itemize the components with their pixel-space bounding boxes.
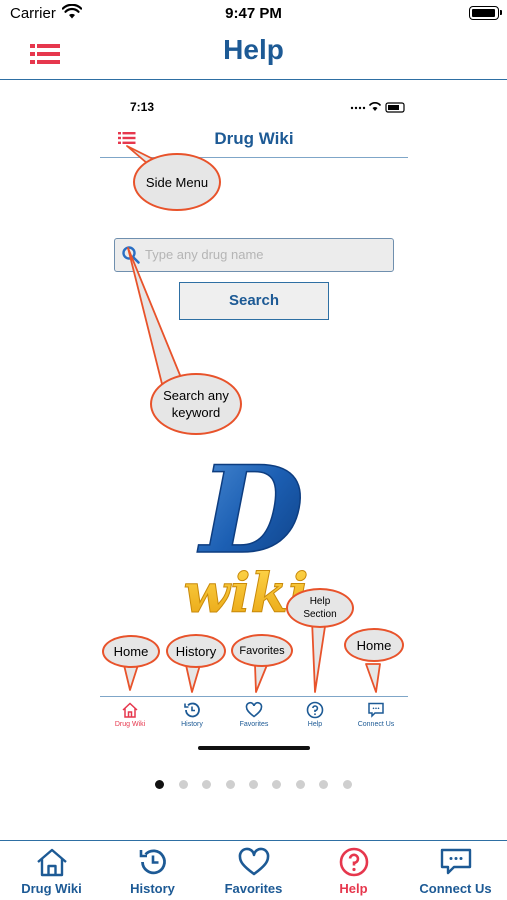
illustration-tab-history: History <box>162 701 222 728</box>
page-dot[interactable] <box>342 780 352 789</box>
history-icon <box>184 702 200 718</box>
callout-help-section: Help Section <box>286 588 354 628</box>
illustration-tab-drug-wiki: Drug Wiki <box>100 701 160 728</box>
page-dot[interactable] <box>319 780 329 789</box>
illustration-search-field: Type any drug name <box>114 238 394 272</box>
callout-home: Home <box>102 635 160 668</box>
page-dot[interactable] <box>155 780 165 789</box>
status-bar: Carrier 9:47 PM <box>0 0 507 28</box>
nav-bar: Help <box>0 28 507 80</box>
battery-icon <box>469 6 502 20</box>
list-icon[interactable] <box>28 42 62 66</box>
illustration-search-placeholder: Type any drug name <box>145 247 264 262</box>
illustration-list-icon <box>118 131 136 145</box>
callout-search-keyword: Search any keyword <box>150 373 242 435</box>
illustration-time: 7:13 <box>130 100 155 114</box>
callout-history: History <box>166 634 226 668</box>
illustration-tab-help: Help <box>285 701 345 728</box>
home-icon <box>36 848 67 877</box>
status-time: 9:47 PM <box>225 5 282 22</box>
illustration-status-icons <box>348 100 408 114</box>
callout-side-menu: Side Menu <box>133 153 221 211</box>
illustration-search-button: Search <box>179 282 329 320</box>
illustration-tab-bar: Drug Wiki History Favorites <box>100 696 408 736</box>
illustration-tab-connect: Connect Us <box>346 701 406 728</box>
page-dot[interactable] <box>272 780 282 789</box>
page-title: Help <box>223 34 284 65</box>
illustration-home-indicator <box>198 746 310 750</box>
tab-drug-wiki[interactable]: Drug Wiki <box>1 847 102 896</box>
chat-icon <box>440 848 471 875</box>
tab-bar: Drug Wiki History Favorites Help <box>0 840 507 900</box>
tab-favorites[interactable]: Favorites <box>203 847 304 896</box>
help-icon <box>339 847 368 877</box>
tab-help[interactable]: Help <box>303 847 404 896</box>
page-indicator[interactable] <box>0 776 507 794</box>
home-icon <box>122 702 138 718</box>
search-icon <box>122 246 140 264</box>
chat-icon <box>368 702 384 718</box>
illustration-tab-favorites: Favorites <box>224 701 284 728</box>
history-icon <box>139 849 166 875</box>
page-dot[interactable] <box>178 780 188 789</box>
svg-text:D: D <box>197 440 304 581</box>
page-dot[interactable] <box>249 780 258 789</box>
page-dot[interactable] <box>202 780 212 789</box>
callout-home-connect: Home <box>344 628 404 662</box>
carrier-label: Carrier <box>10 5 56 22</box>
illustration-nav-bar: Drug Wiki <box>100 118 408 158</box>
heart-icon <box>238 847 269 876</box>
help-illustration: 7:13 Drug Wiki <box>100 90 408 760</box>
callout-favorites: Favorites <box>231 634 293 667</box>
heart-icon <box>245 701 263 718</box>
page-dot[interactable] <box>295 780 305 789</box>
illustration-title: Drug Wiki <box>214 129 294 148</box>
help-icon <box>306 701 324 719</box>
wifi-icon <box>61 3 83 24</box>
tab-connect-us[interactable]: Connect Us <box>405 847 506 896</box>
tab-history[interactable]: History <box>102 847 203 896</box>
page-dot[interactable] <box>225 780 235 789</box>
